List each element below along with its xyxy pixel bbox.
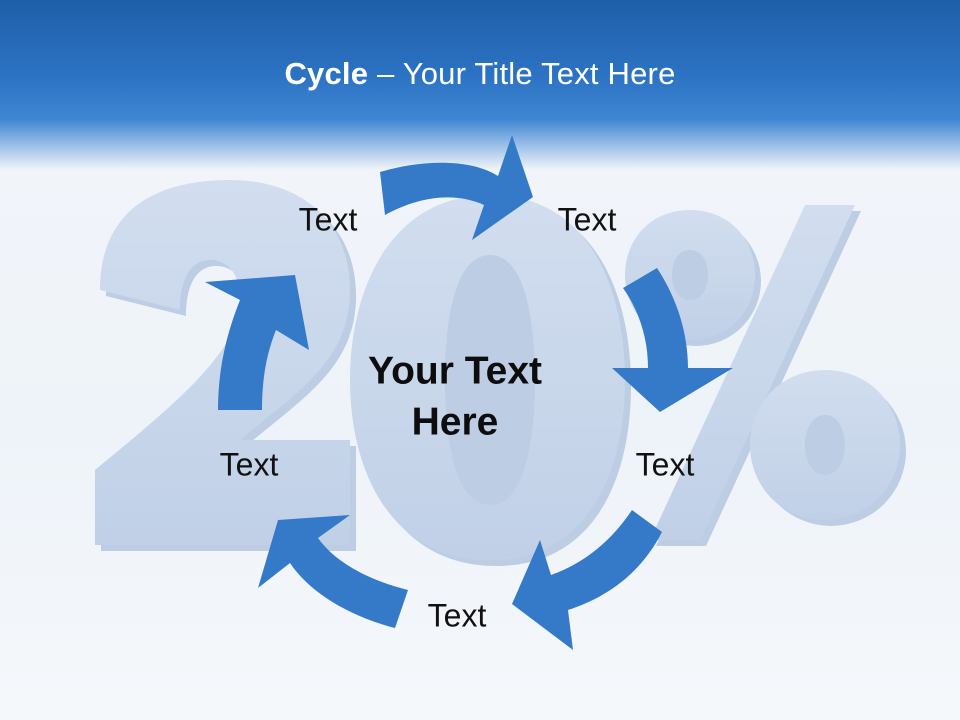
arrow-right [612, 268, 733, 412]
cycle-label-bottom: Text [427, 597, 487, 634]
center-text-line1: Your Text [367, 349, 543, 393]
title-rest: – Your Title Text Here [368, 56, 676, 91]
cycle-label-right: Text [635, 446, 695, 483]
center-text-line2: Here [411, 400, 499, 443]
cycle-label-left: Text [219, 446, 279, 483]
arrow-bottom-left [258, 515, 408, 628]
slide-title: Cycle – Your Title Text Here [0, 56, 960, 92]
arrow-top [380, 135, 533, 240]
cycle-label-top-right: Text [557, 201, 617, 238]
header-band [0, 0, 960, 170]
cycle-label-top-left: Text [298, 201, 358, 238]
percentage-watermark [95, 180, 906, 566]
arrow-left [205, 275, 309, 410]
title-bold: Cycle [284, 56, 369, 91]
cycle-arrows [205, 135, 733, 650]
arrow-bottom-right [512, 510, 662, 650]
center-text: Your Text Here [368, 346, 542, 447]
